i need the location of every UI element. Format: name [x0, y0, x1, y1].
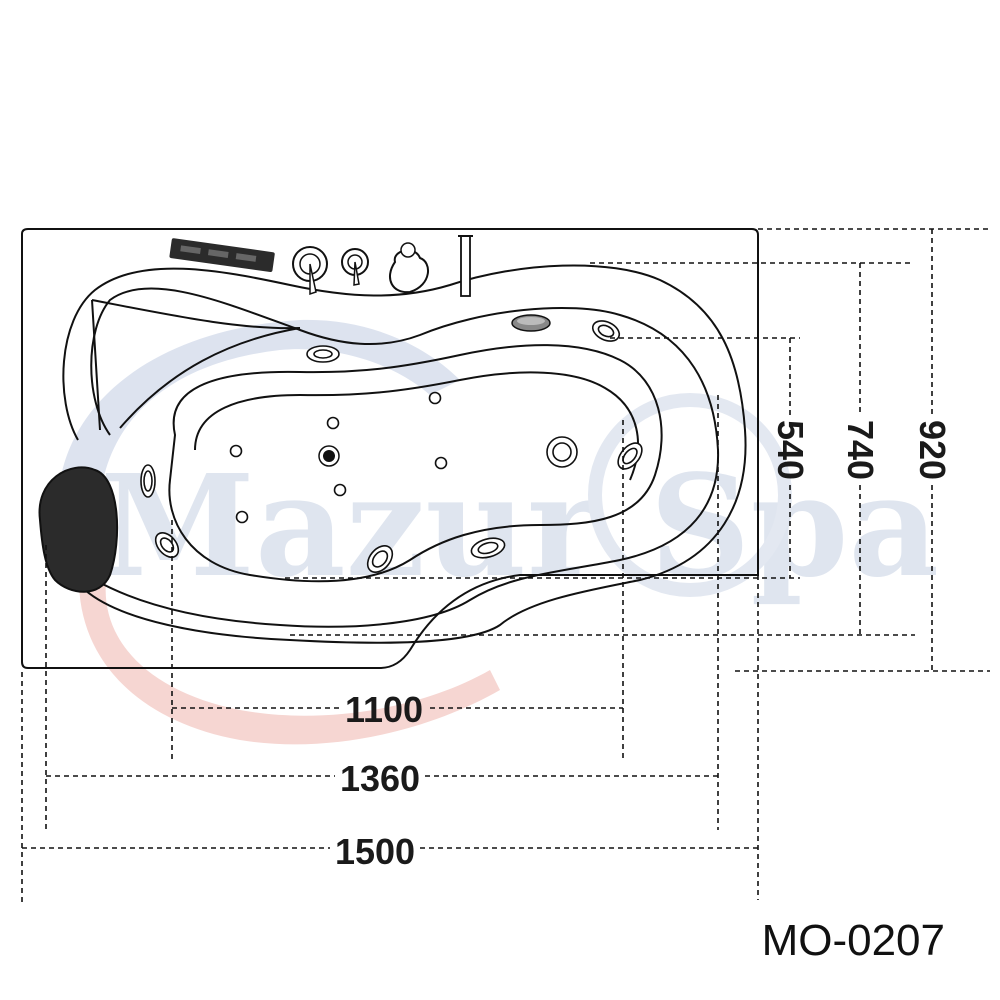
- drain-icon: [511, 314, 551, 332]
- jet-icon: [366, 545, 394, 573]
- depth-total-label: 920: [912, 420, 953, 480]
- width-dimensions: 1100 1360 1500: [21, 395, 759, 905]
- jet-icon: [617, 442, 643, 470]
- jet-icon: [333, 483, 347, 497]
- depth-dimensions: 540 740 920: [285, 228, 990, 672]
- jet-icon: [306, 345, 340, 363]
- drain-icon: [318, 445, 340, 467]
- width-mid-label: 1360: [340, 758, 420, 799]
- jet-icon: [229, 444, 243, 458]
- tub-rim-inner: [90, 287, 720, 628]
- tub-basin: [168, 344, 663, 583]
- jet-icon: [428, 391, 442, 405]
- jet-icon: [546, 436, 578, 468]
- watermark-text: Mazur Spa: [100, 445, 939, 609]
- jet-icon: [140, 464, 156, 498]
- armrest-wedge: [91, 299, 301, 431]
- jet-icon: [470, 537, 506, 559]
- control-panel-icon: [169, 238, 275, 273]
- jet-icon: [235, 510, 249, 524]
- depth-mid-label: 740: [840, 420, 881, 480]
- tub-outer-outline: [21, 228, 759, 669]
- model-number: MO-0207: [762, 916, 945, 965]
- headrest-icon: [38, 466, 119, 593]
- tub-basin-lip: [194, 371, 639, 481]
- tub-rim-outer: [62, 264, 747, 644]
- jet-icon: [326, 416, 340, 430]
- watermark-swoosh-red: [78, 560, 500, 745]
- jet-icon: [434, 456, 448, 470]
- width-total-label: 1500: [335, 831, 415, 872]
- spout-icon: [458, 235, 473, 297]
- depth-inner-label: 540: [770, 420, 811, 480]
- jets: [140, 320, 643, 573]
- faucet-handle-icon: [292, 246, 328, 296]
- watermark: Mazur Spa: [57, 319, 939, 745]
- faucet-handle-icon: [341, 248, 369, 286]
- jet-icon: [591, 320, 621, 342]
- watermark-ring: [588, 393, 792, 597]
- watermark-swoosh-blue: [57, 319, 461, 540]
- width-inner-label: 1100: [345, 689, 423, 730]
- shower-head-icon: [389, 242, 429, 294]
